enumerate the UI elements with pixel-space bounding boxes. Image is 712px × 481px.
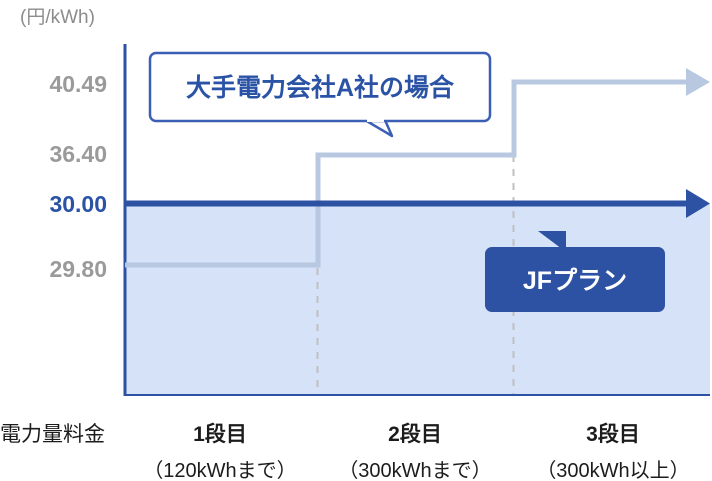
callout-major-utility-tail bbox=[363, 118, 394, 138]
callout-jf-plan-tail bbox=[538, 231, 566, 252]
y-tick-label-29: 29.80 bbox=[49, 256, 107, 282]
x-category-title-2: 2段目 bbox=[388, 422, 442, 446]
callout-jf-plan: JFプラン bbox=[485, 231, 665, 312]
y-tick-label-30: 30.00 bbox=[49, 191, 107, 217]
callout-major-utility-tail-mask bbox=[367, 116, 384, 122]
x-category-sub-3: （300kWh以上） bbox=[536, 459, 689, 481]
step-line-path bbox=[125, 79, 690, 268]
callout-major-utility-text: 大手電力会社A社の場合 bbox=[186, 73, 455, 102]
x-category-title-3: 3段目 bbox=[586, 422, 640, 446]
callout-jf-plan-text: JFプラン bbox=[523, 267, 627, 295]
x-category-sub-2: （300kWhまで） bbox=[338, 459, 491, 481]
jf-plan-arrowhead bbox=[686, 189, 710, 218]
y-tick-label-36: 36.40 bbox=[49, 141, 107, 167]
step-line-arrowhead bbox=[686, 68, 710, 96]
jf-plan-flat-series bbox=[124, 189, 710, 218]
y-tick-label-40: 40.49 bbox=[49, 71, 107, 97]
callout-major-utility: 大手電力会社A社の場合 bbox=[148, 51, 492, 138]
x-category-title-1: 1段目 bbox=[193, 422, 247, 446]
callout-jf-plan-body bbox=[485, 247, 665, 312]
callout-major-utility-body bbox=[148, 51, 492, 123]
y-axis-unit-label: (円/kWh) bbox=[20, 7, 95, 28]
x-category-sub-1: （120kWhまで） bbox=[143, 459, 296, 481]
x-axis-name-label: 電力量料金 bbox=[0, 423, 105, 446]
major-utility-step-series bbox=[125, 68, 710, 268]
